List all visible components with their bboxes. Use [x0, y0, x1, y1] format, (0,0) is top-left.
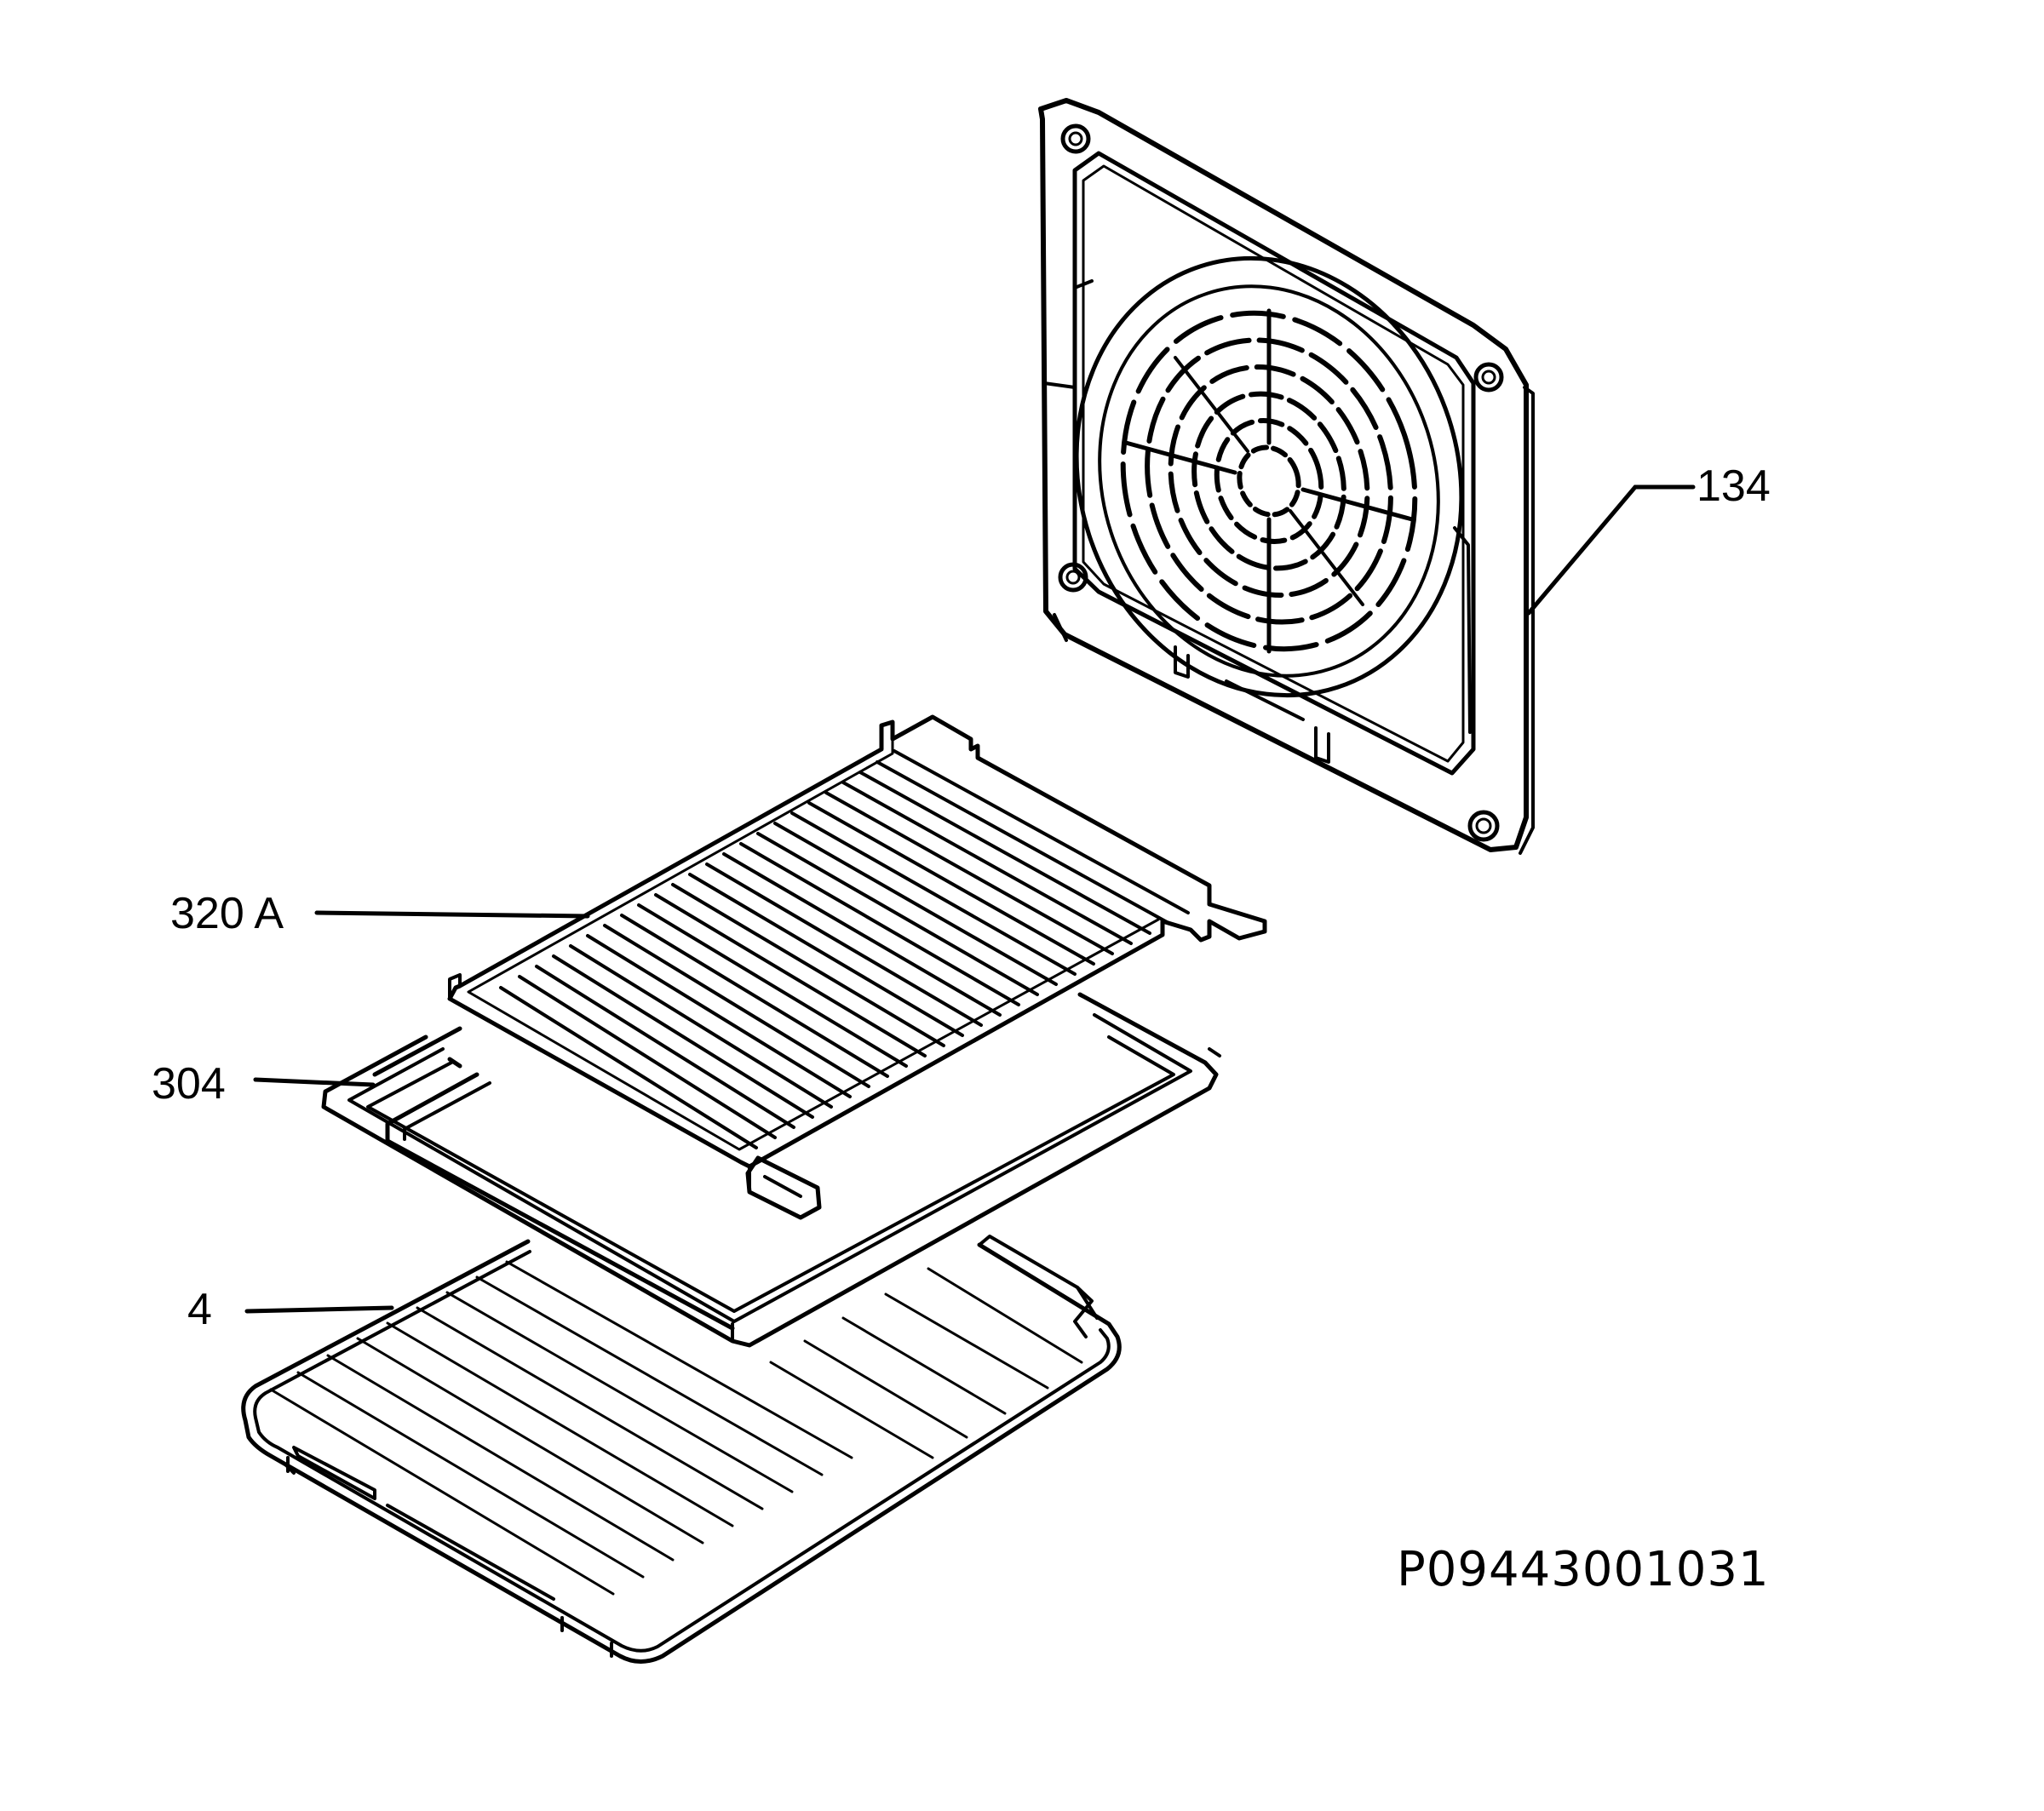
label-4: 4 [187, 1285, 212, 1334]
label-134: 134 [1697, 461, 1771, 511]
screw-icon [1473, 362, 1504, 393]
panel-ribs [499, 749, 1190, 1149]
screw-icon [1060, 123, 1091, 154]
screw-icon [1058, 562, 1088, 593]
leader-304 [253, 1077, 376, 1087]
leader-134 [1526, 484, 1696, 616]
rear-panel-part [447, 714, 1267, 1169]
leader-4 [244, 1305, 394, 1314]
wire-shelf-part [241, 1235, 1122, 1664]
fan-cover-part [1038, 98, 1535, 855]
label-304: 304 [152, 1059, 226, 1109]
drawing-code: P09443001031 [1397, 1542, 1770, 1597]
label-320a: 320 A [170, 889, 284, 938]
fan-grille [1120, 308, 1418, 654]
leader-320a [314, 910, 590, 919]
screw-icon [1467, 810, 1500, 842]
heating-element-part [321, 992, 1221, 1348]
shelf-wires [269, 1260, 1083, 1596]
